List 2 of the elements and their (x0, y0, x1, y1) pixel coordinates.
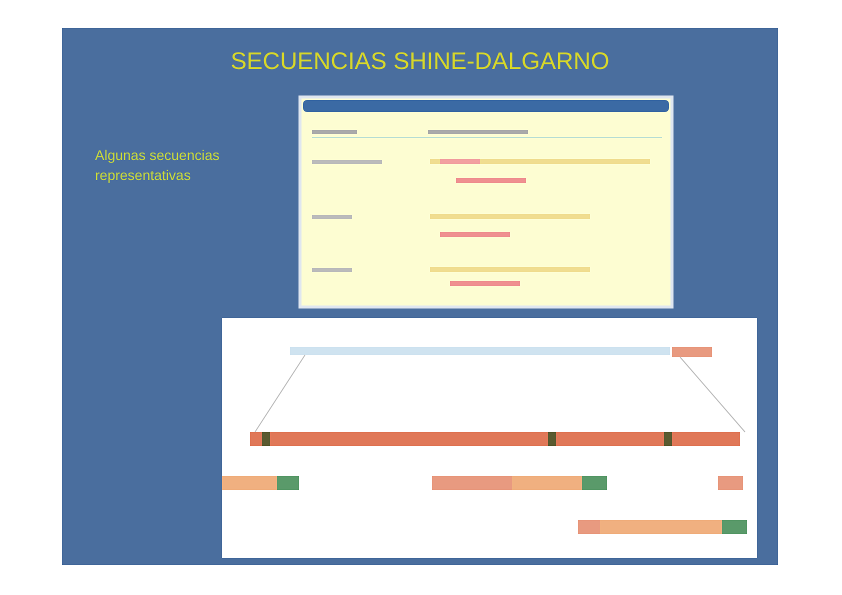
side-note: Algunas secuencias representativas (95, 146, 221, 185)
slide-title: SECUENCIAS SHINE-DALGARNO (230, 48, 610, 76)
